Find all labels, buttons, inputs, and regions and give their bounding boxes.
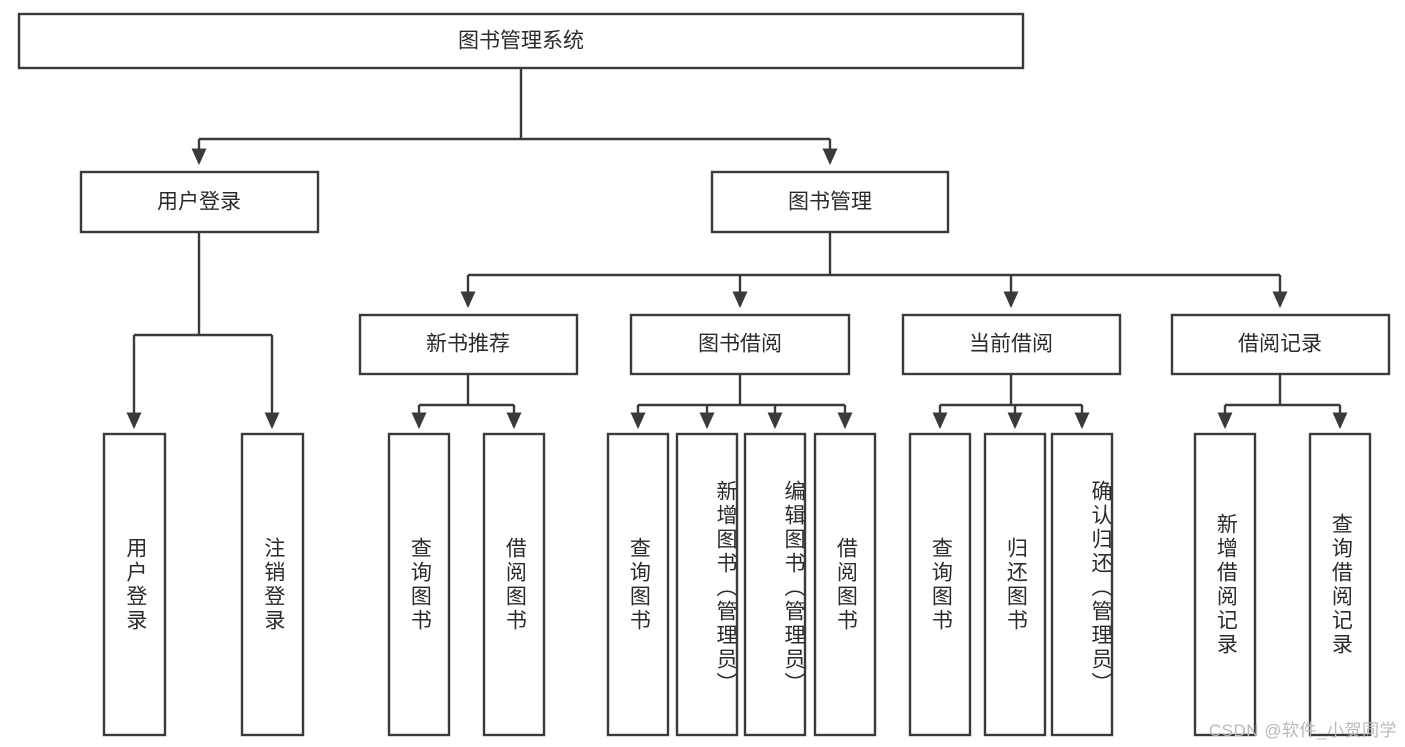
node-leaf-add-record-box[interactable]: [1193, 432, 1257, 737]
csdn-watermark: CSDN @软件_小贺同学: [1208, 721, 1397, 740]
node-user-login[interactable]: 用户登录: [79, 170, 320, 234]
node-leaf-query-book-1-box[interactable]: [387, 432, 451, 737]
node-user-login-label: 用户登录: [157, 191, 241, 214]
node-leaf-user-login-box[interactable]: [102, 432, 167, 737]
node-user-login-box[interactable]: [79, 170, 320, 234]
node-leaf-confirm-return-box[interactable]: [1050, 432, 1114, 737]
node-new-book-recommend-box[interactable]: [358, 313, 579, 376]
node-new-book-recommend[interactable]: 新书推荐: [358, 313, 579, 376]
node-current-borrow-box[interactable]: [901, 313, 1122, 376]
node-current-borrow-label: 当前借阅: [969, 333, 1053, 356]
node-root-box[interactable]: [17, 12, 1025, 70]
node-borrow-record-label: 借阅记录: [1238, 333, 1322, 356]
node-book-manage[interactable]: 图书管理: [710, 170, 950, 234]
node-borrow-record[interactable]: 借阅记录: [1170, 313, 1391, 376]
node-current-borrow[interactable]: 当前借阅: [901, 313, 1122, 376]
node-book-manage-box[interactable]: [710, 170, 950, 234]
node-new-book-recommend-label: 新书推荐: [426, 333, 510, 356]
node-leaf-return-book-box[interactable]: [983, 432, 1047, 737]
node-leaf-borrow-book-1-box[interactable]: [482, 432, 546, 737]
node-leaf-query-book-2-box[interactable]: [606, 432, 670, 737]
node-book-borrow-label: 图书借阅: [698, 333, 782, 356]
node-leaf-edit-book-box[interactable]: [743, 432, 807, 737]
node-leaf-query-book-3-box[interactable]: [908, 432, 972, 737]
node-root-label: 图书管理系统: [458, 30, 584, 53]
node-borrow-record-box[interactable]: [1170, 313, 1391, 376]
node-root[interactable]: 图书管理系统: [17, 12, 1025, 70]
connector-layer: [126, 68, 1348, 430]
node-book-manage-label: 图书管理: [788, 191, 872, 214]
node-layer: 图书管理系统 用户登录 图书管理 新书推荐 图书借阅: [17, 12, 1391, 737]
node-book-borrow-box[interactable]: [629, 313, 851, 376]
node-leaf-user-logout-box[interactable]: [240, 432, 305, 737]
node-leaf-borrow-book-2-box[interactable]: [813, 432, 877, 737]
node-leaf-query-record-box[interactable]: [1308, 432, 1372, 737]
node-book-borrow[interactable]: 图书借阅: [629, 313, 851, 376]
node-leaf-add-book-box[interactable]: [675, 432, 739, 737]
